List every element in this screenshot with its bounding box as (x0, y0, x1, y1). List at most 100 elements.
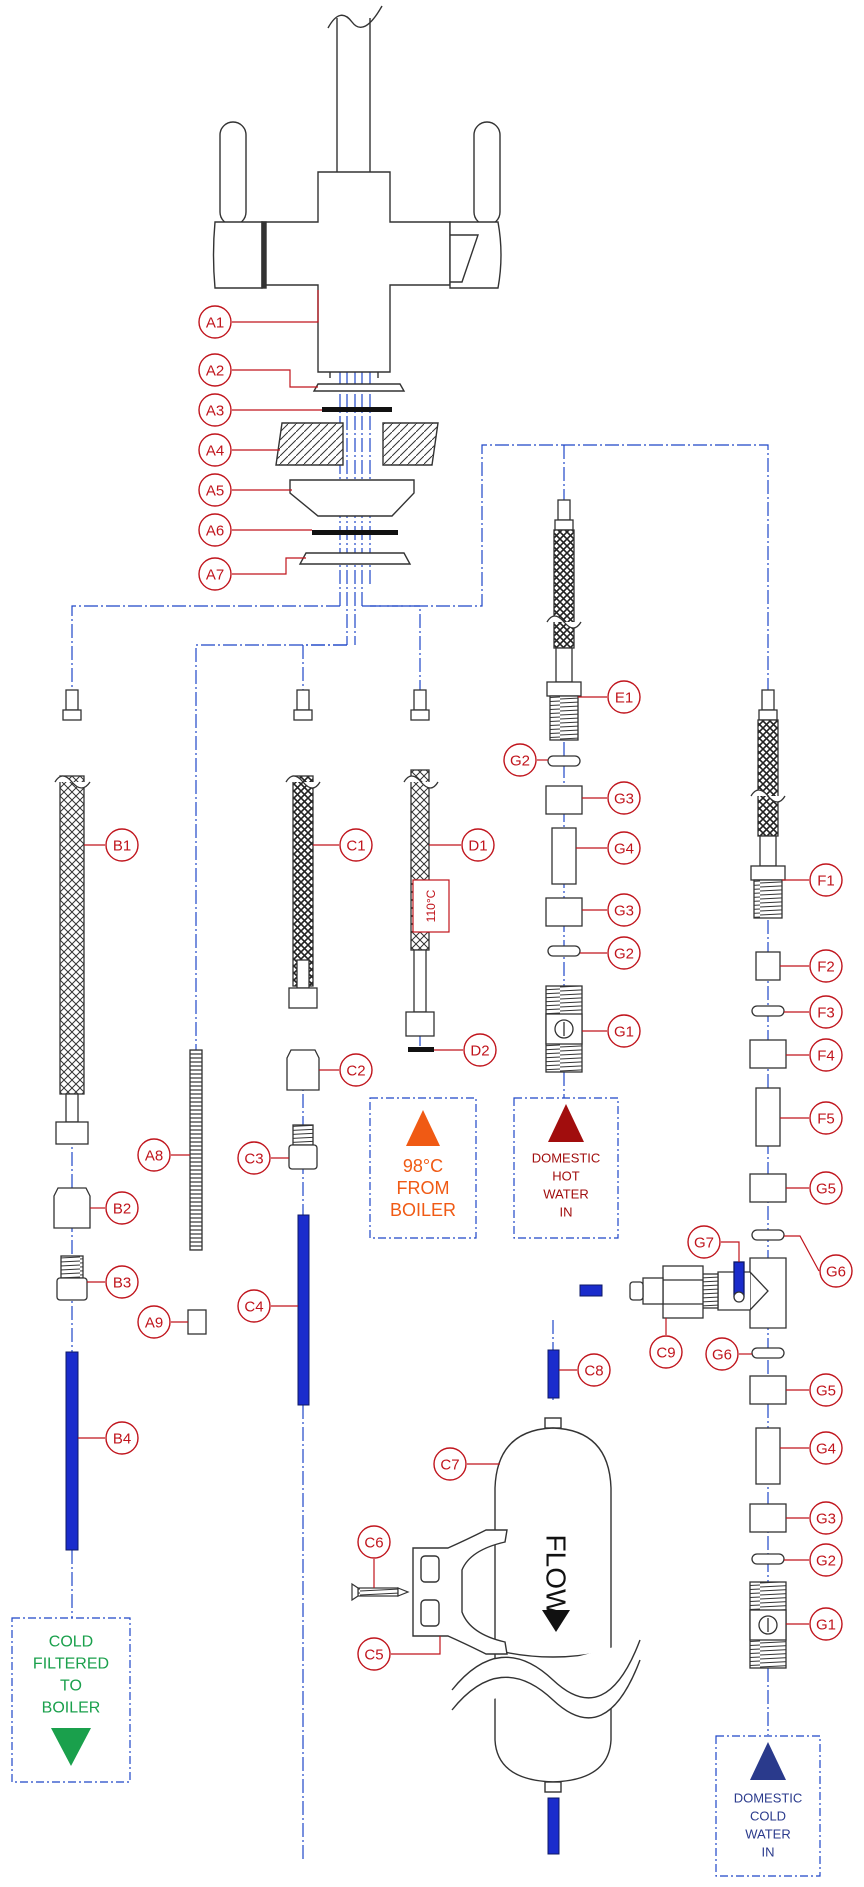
callout-f5: F5 (780, 1101, 843, 1135)
callout-g1: G1 (786, 1607, 843, 1641)
callout-circle (198, 433, 232, 467)
nut-g5-bottom (749, 1375, 787, 1405)
callout-g4: G4 (576, 831, 641, 865)
threaded-rod-a8 (189, 1049, 203, 1251)
domestic-cold-box: DOMESTIC COLD WATER IN (715, 1735, 821, 1877)
tap-base-washer (312, 383, 406, 392)
worktop-section (275, 422, 439, 466)
cold-filtered-box: COLD FILTERED TO BOILER (11, 1617, 131, 1783)
callout-f2: F2 (780, 949, 843, 983)
callout-circle (357, 1637, 391, 1671)
gasket-a3 (322, 407, 392, 412)
cold-line-4: BOILER (42, 1700, 101, 1717)
mounting-bracket (289, 479, 415, 517)
callout-circle (105, 1421, 139, 1455)
callout-circle (607, 936, 641, 970)
adapter-f2 (755, 951, 781, 981)
callout-b3: B3 (87, 1265, 139, 1299)
callout-leader (784, 1235, 820, 1272)
callout-label: A9 (145, 1315, 163, 1332)
callout-g6: G6 (705, 1337, 752, 1371)
callout-circle (809, 949, 843, 983)
flow-arrow-icon (542, 1610, 570, 1632)
callout-g7: G7 (687, 1225, 740, 1262)
callout-g1: G1 (582, 1014, 641, 1048)
callout-c1: C1 (313, 828, 373, 862)
callout-a8: A8 (137, 1138, 190, 1172)
callout-circle (461, 828, 495, 862)
domestic-hot-box: DOMESTIC HOT WATER IN (513, 1097, 619, 1239)
flow-label: FLOW (541, 1535, 572, 1616)
callout-circle (809, 1373, 843, 1407)
callout-a6: A6 (198, 513, 312, 547)
adapter-b2 (53, 1187, 91, 1229)
temperature-rating-tag: 110°C (412, 879, 450, 933)
callout-c4: C4 (237, 1289, 298, 1323)
cold-in-line-2: COLD (750, 1809, 786, 1824)
callout-circle (607, 680, 641, 714)
callout-c7: C7 (433, 1447, 500, 1481)
nut-e-g3-top (545, 785, 583, 815)
cold-in-line-1: DOMESTIC (734, 1791, 803, 1806)
pipe-e-g4 (551, 827, 577, 885)
callout-label: D2 (470, 1043, 489, 1060)
callout-label: G2 (614, 946, 634, 963)
callout-leader (391, 1636, 441, 1655)
callout-circle (809, 1171, 843, 1205)
hot-line-3: WATER (543, 1187, 589, 1202)
cold-in-line-3: WATER (745, 1827, 791, 1842)
callout-label: F1 (817, 873, 835, 890)
callout-leader (232, 557, 306, 575)
up-arrow-icon (406, 1110, 440, 1146)
callout-f3: F3 (784, 995, 843, 1029)
adapter-c2 (286, 1049, 320, 1091)
olive-g6-bottom (751, 1347, 785, 1359)
nut-g5-top (749, 1173, 787, 1203)
callout-label: F3 (817, 1005, 835, 1022)
callout-label: A7 (206, 567, 224, 584)
hose-rating-text: 110°C (424, 889, 438, 922)
washer-d2 (408, 1047, 434, 1052)
callout-label: G3 (614, 791, 634, 808)
push-fit-b3 (56, 1255, 88, 1301)
nut-f4 (749, 1039, 787, 1069)
callout-circle (105, 1191, 139, 1225)
callout-circle (198, 473, 232, 507)
callout-label: G1 (614, 1024, 634, 1041)
callout-a3: A3 (198, 393, 322, 427)
pipe-g4-bottom (755, 1427, 781, 1485)
nut-a9 (187, 1309, 207, 1335)
callout-b1: B1 (84, 828, 139, 862)
tube-b4 (65, 1351, 79, 1551)
olive-e-g2-top (547, 755, 581, 767)
callout-label: G3 (816, 1511, 836, 1528)
callout-g3: G3 (786, 1501, 843, 1535)
callout-g4: G4 (780, 1431, 843, 1465)
callout-label: C2 (346, 1063, 365, 1080)
hose-c1 (285, 689, 321, 1009)
callout-b2: B2 (90, 1191, 139, 1225)
callout-c2: C2 (319, 1053, 373, 1087)
tube-c8-bend (579, 1284, 603, 1297)
hot-line-2: HOT (552, 1169, 580, 1184)
break-line (451, 1639, 641, 1719)
callout-g5: G5 (786, 1171, 843, 1205)
hot-line-1: DOMESTIC (532, 1151, 601, 1166)
callout-circle (463, 1033, 497, 1067)
callout-d2: D2 (434, 1033, 497, 1067)
hot-line-4: IN (560, 1205, 573, 1220)
callout-circle (607, 781, 641, 815)
backing-plate (298, 552, 412, 565)
tee-valve-g7 (701, 1257, 787, 1329)
callout-label: C4 (244, 1299, 263, 1316)
callout-f1: F1 (782, 863, 843, 897)
push-fit-c3 (288, 1124, 318, 1170)
callout-label: C3 (244, 1151, 263, 1168)
hose-d1 (403, 689, 439, 1037)
callout-label: C8 (584, 1363, 603, 1380)
tube-c8-lower (547, 1797, 560, 1855)
callout-label: G6 (826, 1264, 846, 1281)
callout-label: G3 (614, 903, 634, 920)
cold-line-1: COLD (49, 1634, 93, 1651)
